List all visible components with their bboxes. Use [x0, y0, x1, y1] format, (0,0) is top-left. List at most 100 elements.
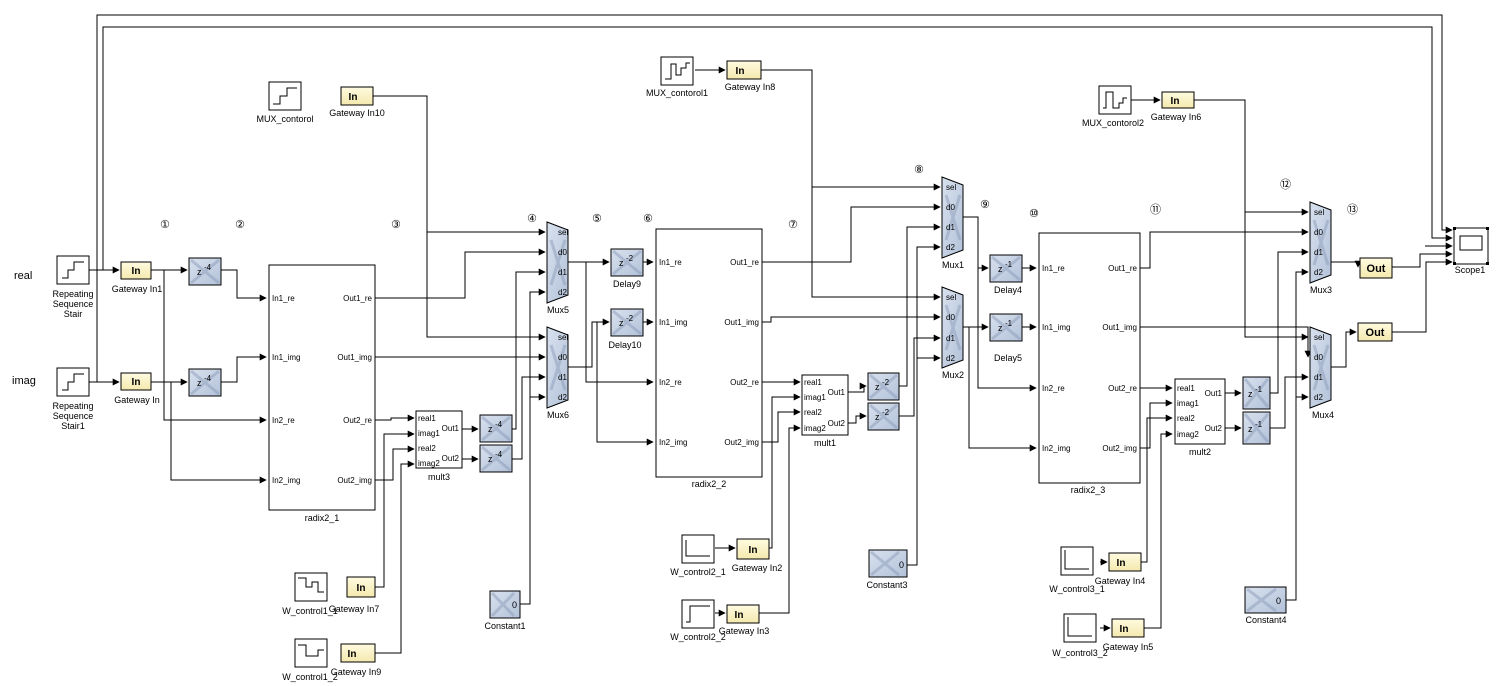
gateway-in5-label: Gateway In5 [1103, 642, 1154, 652]
constant1-block[interactable]: 0 Constant1 [484, 590, 526, 631]
delay-glyph: z [998, 264, 1003, 274]
mux-control-block[interactable]: MUX_contorol [256, 81, 314, 124]
port-out2-img: Out2_img [337, 476, 372, 485]
gateway-in2-block[interactable]: In Gateway In2 [732, 538, 783, 573]
delay-z2-mult1-out2-block[interactable]: z -2 [867, 402, 900, 431]
radix2-3-block[interactable]: In1_re In1_img In2_re In2_img Out1_re Ou… [1038, 232, 1141, 495]
gateway-in3-label: Gateway In3 [719, 626, 770, 636]
w-control3-1-block[interactable]: W_control3_1 [1049, 546, 1105, 594]
repeating-sequence-stair-block[interactable]: Repeating Sequence Stair [52, 255, 94, 319]
port-imag1: imag1 [1177, 399, 1199, 408]
constant3-block[interactable]: 0 Constant3 [866, 549, 908, 590]
port-in1-re: In1_re [272, 294, 295, 303]
gateway-in5-block[interactable]: In Gateway In5 [1103, 618, 1154, 652]
w-control1-1-block[interactable]: W_control1_1 [282, 572, 338, 616]
delay5-block[interactable]: z -1 Delay5 [989, 313, 1023, 363]
mult3-block[interactable]: real1 imag1 real2 imag2 Out1 Out2 mult3 [415, 410, 463, 482]
block-label-line: Repeating [52, 401, 93, 411]
delay9-block[interactable]: z -2 Delay9 [610, 248, 644, 289]
w-control3-2-block[interactable]: W_control3_2 [1052, 613, 1108, 658]
block-label-line: Sequence [53, 411, 94, 421]
radix2-2-block[interactable]: In1_re In1_img In2_re In2_img Out1_re Ou… [655, 228, 763, 489]
port-real2: real2 [1177, 414, 1195, 423]
step-marker: ⑪ [1150, 203, 1161, 216]
port-imag1: imag1 [804, 393, 826, 402]
port-out1: Out1 [828, 388, 846, 397]
port-d2: d2 [558, 288, 567, 297]
gateway-in-block[interactable]: In Gateway In [114, 372, 160, 405]
delay-exponent: -1 [1255, 385, 1263, 394]
gateway-glyph: In [1117, 558, 1126, 569]
port-out1-re: Out1_re [1108, 264, 1137, 273]
gateway-in10-block[interactable]: In Gateway In10 [329, 86, 385, 118]
mux2-block[interactable]: sel d0 d1 d2 Mux2 [941, 286, 964, 380]
mux4-block[interactable]: sel d0 d1 d2 Mux4 [1309, 326, 1334, 420]
signal-wires [89, 14, 1453, 654]
port-out2: Out2 [442, 454, 460, 463]
radix2-1-block[interactable]: In1_re In1_img In2_re In2_img Out1_re Ou… [268, 264, 376, 523]
delay-glyph: z [875, 382, 880, 392]
delay-z4-mult3-out2-block[interactable]: z -4 [479, 444, 513, 473]
delay-glyph: z [619, 318, 624, 328]
gateway-glyph: In [749, 545, 758, 556]
scope1-label: Scope1 [1455, 265, 1486, 275]
port-d1: d1 [1314, 373, 1323, 382]
port-in2-re: In2_re [272, 416, 295, 425]
gateway-in4-block[interactable]: In Gateway In4 [1095, 552, 1146, 586]
block-label-line: Sequence [53, 299, 94, 309]
delay-z1-mult2-out1-block[interactable]: z -1 [1242, 376, 1271, 410]
gateway-in3-block[interactable]: In Gateway In3 [719, 604, 770, 636]
delay-exponent: -1 [1005, 260, 1013, 269]
mux6-block[interactable]: sel d0 d1 d2 Mux6 [546, 326, 569, 420]
port-in2-re: In2_re [1042, 384, 1065, 393]
gateway-glyph: In [735, 610, 744, 621]
scope1-block[interactable]: Scope1 [1453, 227, 1489, 275]
gateway-out-glyph: Out [1366, 327, 1385, 339]
radix2-1-label: radix2_1 [305, 513, 340, 523]
delay10-block[interactable]: z -2 Delay10 [608, 308, 644, 350]
constant-value: 0 [899, 560, 904, 570]
port-sel: sel [1314, 208, 1324, 217]
gateway-in8-block[interactable]: In Gateway In8 [725, 60, 776, 92]
mux2-label: Mux2 [942, 370, 964, 380]
mult2-block[interactable]: real1 imag1 real2 imag2 Out1 Out2 mult2 [1174, 378, 1226, 457]
repeating-sequence-stair1-block[interactable]: Repeating Sequence Stair1 [52, 367, 94, 431]
mult1-block[interactable]: real1 imag1 real2 imag2 Out1 Out2 mult1 [801, 374, 849, 448]
gateway-out-mux3-block[interactable]: Out [1359, 257, 1393, 279]
port-out1-img: Out1_img [1102, 323, 1137, 332]
port-in2-img: In2_img [659, 438, 687, 447]
delay-z4-mult3-out1-block[interactable]: z -4 [479, 414, 513, 443]
mux-control2-block[interactable]: MUX_contorol2 [1082, 85, 1144, 128]
mux5-block[interactable]: sel d0 d1 d2 Mux5 [546, 221, 569, 315]
w-control1-2-block[interactable]: W_control1_2 [282, 638, 338, 682]
block-label-line: Repeating [52, 289, 93, 299]
mux3-block[interactable]: sel d0 d1 d2 Mux3 [1309, 201, 1332, 295]
constant4-block[interactable]: 0 Constant4 [1244, 586, 1287, 625]
gateway-in9-block[interactable]: In Gateway In9 [331, 643, 382, 677]
delay4-label: Delay4 [994, 285, 1022, 295]
gateway-in1-block[interactable]: In Gateway In1 [112, 261, 163, 294]
delay-z2-mult1-out1-block[interactable]: z -2 [867, 372, 900, 401]
gateway-out-mux4-block[interactable]: Out [1357, 322, 1393, 342]
delay-glyph: z [875, 412, 880, 422]
delay-z4-real-block[interactable]: z -4 [188, 257, 222, 286]
gateway-glyph: In [132, 266, 141, 277]
w-control2-1-block[interactable]: W_control2_1 [670, 534, 726, 577]
delay-glyph: z [488, 454, 493, 464]
mux6-label: Mux6 [547, 410, 569, 420]
delay-z4-imag-block[interactable]: z -4 [188, 368, 222, 397]
delay4-block[interactable]: z -1 Delay4 [989, 254, 1023, 295]
gateway-in9-label: Gateway In9 [331, 667, 382, 677]
mux3-label: Mux3 [1310, 285, 1332, 295]
gateway-in7-block[interactable]: In Gateway In7 [329, 576, 380, 614]
w-control2-2-block[interactable]: W_control2_2 [670, 599, 726, 642]
gateway-in6-block[interactable]: In Gateway In6 [1151, 91, 1202, 122]
mux-control1-block[interactable]: MUX_contorol1 [646, 56, 708, 98]
delay-z1-mult2-out2-block[interactable]: z -1 [1242, 411, 1271, 445]
port-out1-img: Out1_img [724, 318, 759, 327]
delay-glyph: z [619, 258, 624, 268]
step-marker: ⑥ [643, 212, 653, 225]
mux1-block[interactable]: sel d0 d1 d2 Mux1 [941, 176, 964, 270]
mult1-label: mult1 [814, 438, 836, 448]
port-in1-img: In1_img [272, 353, 300, 362]
